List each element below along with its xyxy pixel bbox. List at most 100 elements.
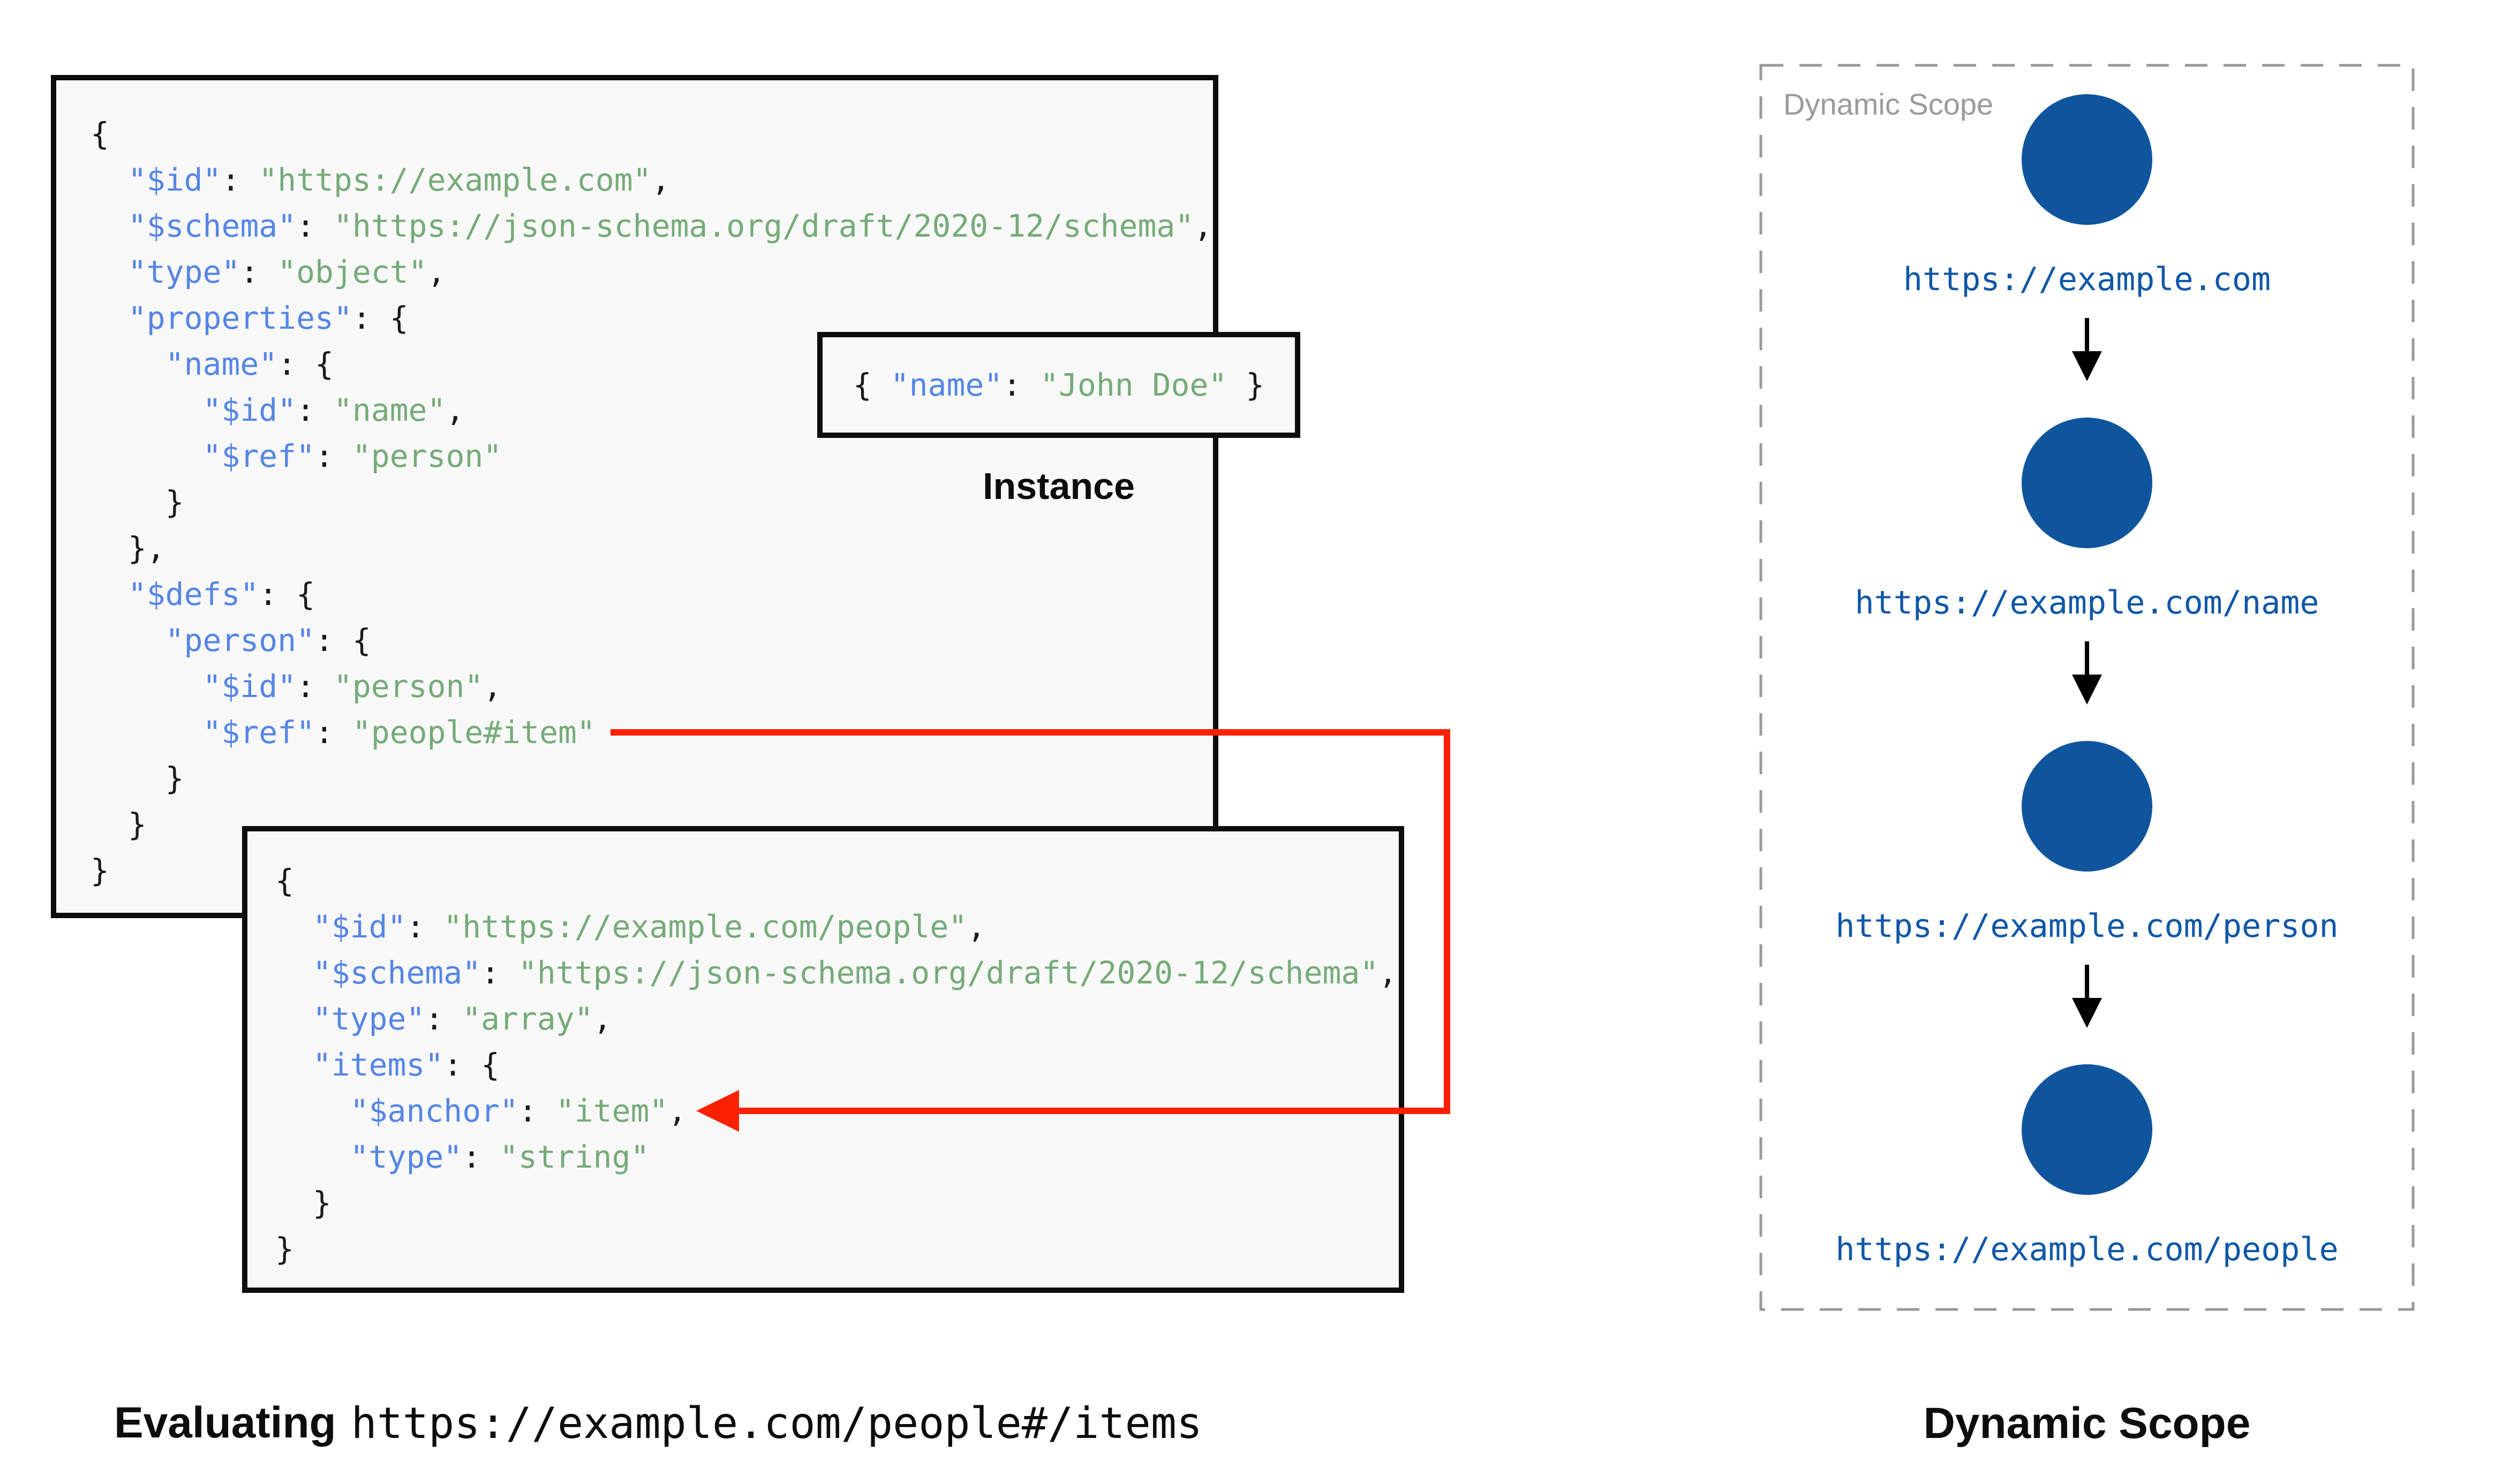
evaluating-uri: https://example.com/people#/items	[351, 1398, 1203, 1448]
json-string: "person"	[352, 438, 502, 474]
code-line: "type": "array",	[275, 996, 1397, 1042]
json-punct: : {	[315, 622, 371, 658]
code-line: "person": {	[91, 617, 1212, 663]
dynamic-scope-nodes: https://example.com https://example.com/n…	[1761, 94, 2413, 1288]
json-punct: :	[296, 668, 334, 705]
people-schema-code: { "$id": "https://example.com/people", "…	[275, 858, 1397, 1272]
json-punct: : {	[352, 300, 409, 336]
json-key: "$id"	[127, 162, 222, 198]
json-punct	[91, 714, 203, 751]
json-string: "object"	[277, 254, 427, 290]
json-key: "name"	[165, 346, 278, 382]
json-punct: }	[1227, 367, 1265, 403]
json-punct	[91, 208, 128, 244]
code-line: }	[91, 755, 1212, 801]
json-string: "string"	[500, 1139, 650, 1175]
json-key: "person"	[165, 622, 315, 658]
code-line: "$id": "person",	[91, 663, 1212, 709]
instance-label: Instance	[983, 465, 1135, 507]
scope-node-url: https://example.com/name	[1855, 584, 2319, 622]
json-string: "https://json-schema.org/draft/2020-12/s…	[518, 955, 1379, 991]
scope-node-url: https://example.com/person	[1835, 907, 2339, 945]
json-punct: ,	[593, 1001, 612, 1037]
json-punct	[275, 1139, 350, 1175]
json-punct	[275, 908, 313, 945]
json-key: "$id"	[312, 908, 406, 945]
json-key: "$ref"	[202, 438, 315, 474]
json-punct: }	[91, 484, 184, 520]
json-punct	[91, 254, 128, 290]
json-key: "$anchor"	[350, 1093, 518, 1129]
dynamic-scope-caption: Dynamic Scope	[1923, 1399, 2251, 1448]
json-key: "items"	[312, 1047, 444, 1083]
json-punct	[275, 1001, 313, 1037]
code-line: }	[91, 847, 1212, 894]
scope-flow-arrow-icon	[2072, 318, 2102, 381]
json-punct: :	[406, 908, 444, 945]
json-punct: : {	[259, 576, 315, 612]
json-punct: ,	[1194, 208, 1213, 244]
json-key: "$id"	[202, 668, 297, 705]
json-punct: :	[296, 392, 334, 428]
json-string: "John Doe"	[1040, 367, 1227, 403]
scope-node: https://example.com/person	[1835, 741, 2339, 965]
json-punct	[275, 1047, 313, 1083]
json-punct: }	[91, 760, 184, 797]
evaluating-prefix: Evaluating	[114, 1398, 336, 1447]
scope-node-circle	[2021, 1064, 2152, 1195]
instance-code: { "name": "John Doe" }	[853, 362, 1264, 408]
json-punct: :	[425, 1001, 463, 1037]
json-string: "array"	[462, 1001, 593, 1037]
json-punct: }	[91, 806, 147, 843]
code-line: "name": {	[91, 341, 1212, 387]
json-punct: },	[91, 530, 165, 566]
json-punct: :	[315, 714, 352, 751]
json-punct: :	[462, 1139, 500, 1175]
json-punct: {	[275, 862, 294, 899]
scope-node: https://example.com	[1903, 94, 2271, 318]
code-line: "$ref": "people#item"	[91, 709, 1212, 755]
code-line: "$ref": "person"	[91, 433, 1212, 479]
scope-node-circle	[2021, 418, 2152, 548]
code-line: "$id": "https://example.com",	[91, 157, 1212, 203]
json-punct: :	[1003, 367, 1041, 403]
json-string: "https://json-schema.org/draft/2020-12/s…	[333, 208, 1194, 244]
json-key: "name"	[890, 367, 1003, 403]
scope-node-circle	[2022, 94, 2152, 225]
scope-node-circle	[2021, 741, 2152, 872]
code-line: "$schema": "https://json-schema.org/draf…	[275, 950, 1397, 996]
json-punct	[91, 622, 165, 658]
json-punct: ,	[668, 1093, 687, 1129]
json-punct: ,	[446, 392, 465, 428]
json-punct: }	[275, 1231, 294, 1267]
json-punct	[275, 1093, 350, 1129]
code-line: "properties": {	[91, 295, 1212, 341]
json-punct	[91, 346, 165, 382]
json-string: "item"	[555, 1093, 668, 1129]
instance-box: { "name": "John Doe" }	[817, 332, 1300, 438]
code-line: "type": "object",	[91, 249, 1212, 295]
code-line: "$schema": "https://json-schema.org/draf…	[91, 203, 1212, 249]
json-punct	[91, 300, 128, 336]
json-punct: ,	[483, 668, 502, 705]
scope-node-url: https://example.com	[1903, 261, 2271, 298]
json-punct: :	[315, 438, 352, 474]
json-punct	[91, 576, 128, 612]
json-key: "$defs"	[127, 576, 259, 612]
code-line: }	[275, 1226, 1397, 1272]
json-string: "https://example.com"	[259, 162, 652, 198]
json-punct: :	[240, 254, 278, 290]
json-punct	[91, 438, 203, 474]
json-punct	[91, 392, 203, 428]
json-key: "$ref"	[202, 714, 315, 751]
json-key: "type"	[350, 1139, 463, 1175]
json-punct: ,	[651, 162, 670, 198]
json-key: "$id"	[202, 392, 297, 428]
json-punct: ,	[427, 254, 446, 290]
json-key: "properties"	[127, 300, 352, 336]
json-string: "people#item"	[352, 714, 596, 751]
json-punct	[91, 668, 203, 705]
json-key: "$schema"	[312, 955, 481, 991]
code-line: "type": "string"	[275, 1134, 1397, 1180]
